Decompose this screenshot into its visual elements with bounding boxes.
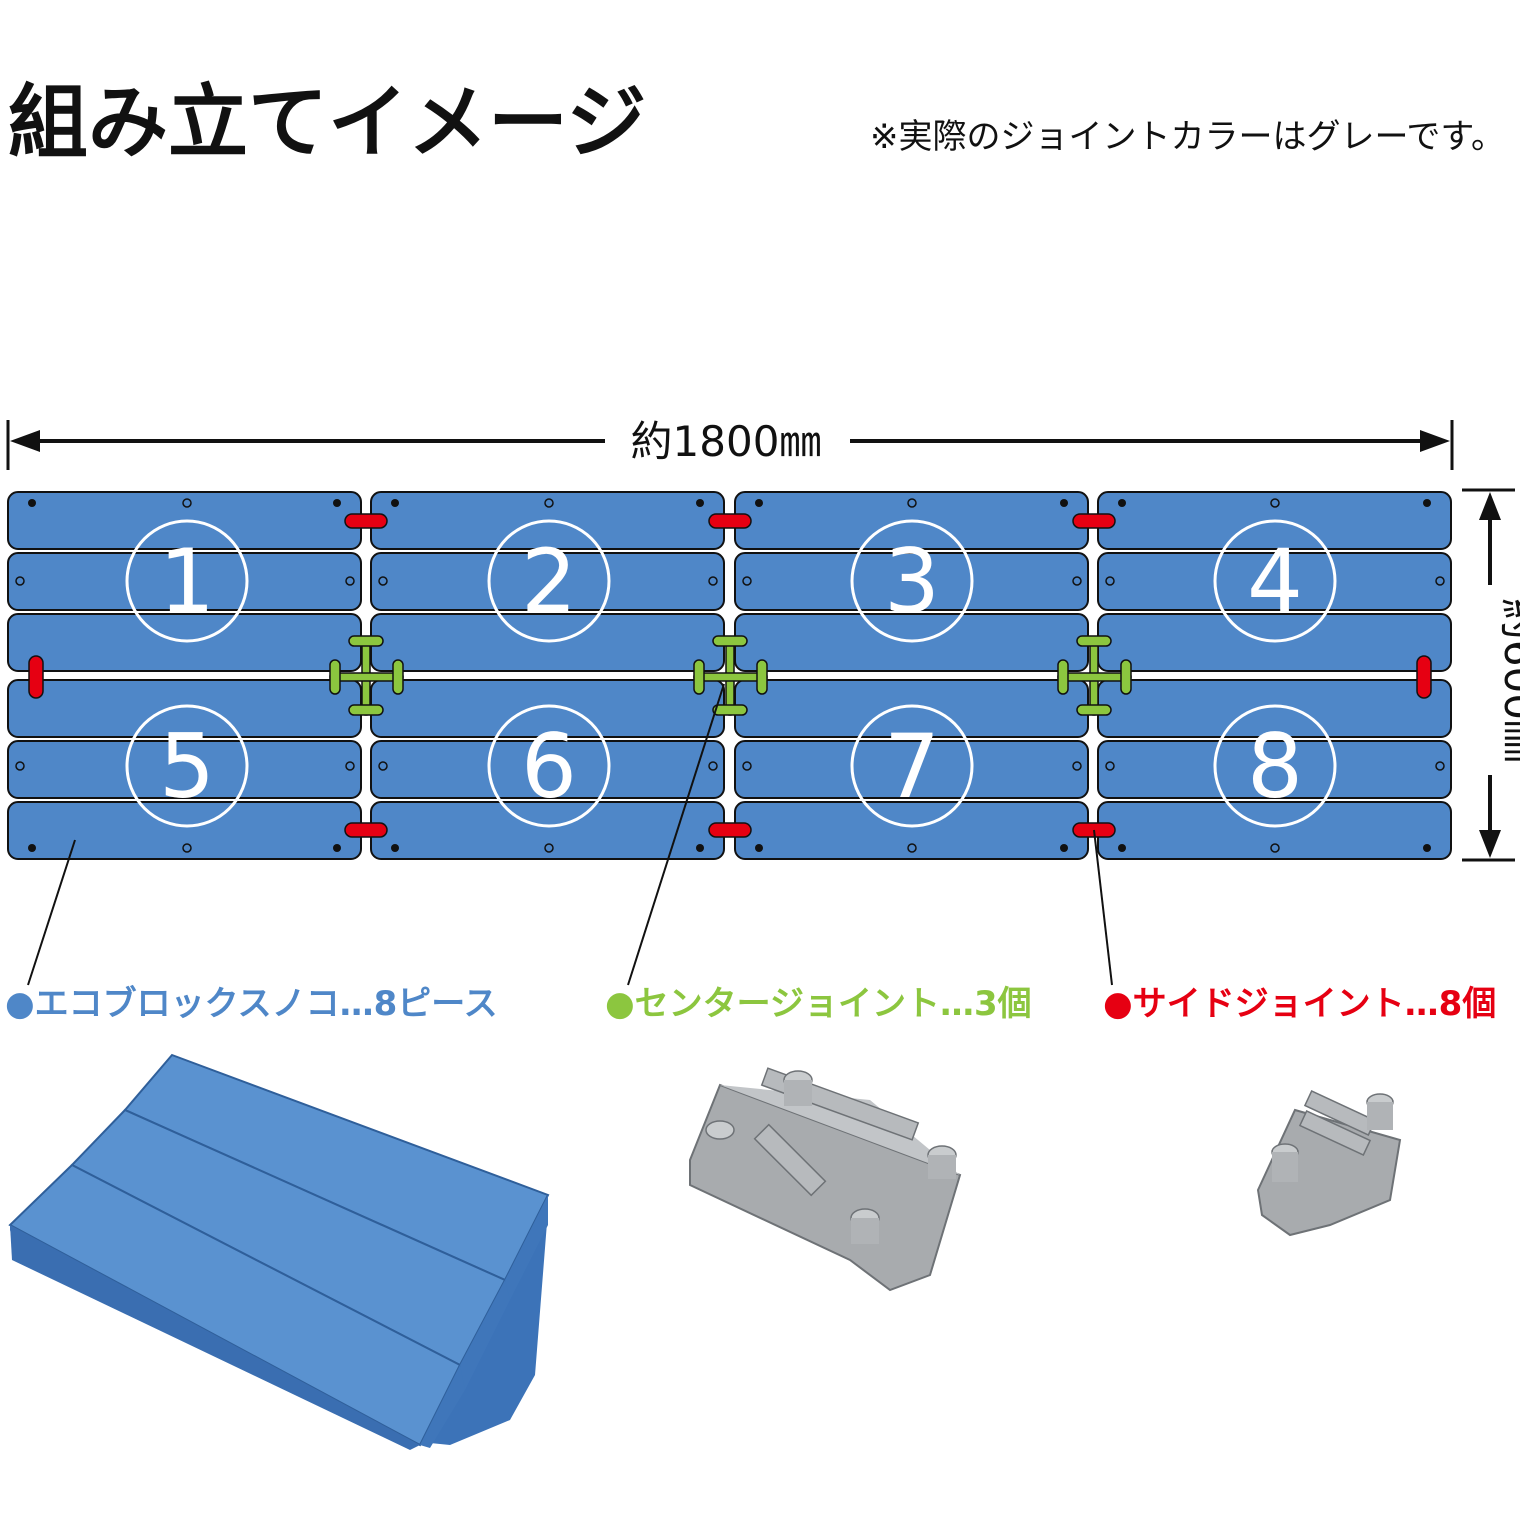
width-label: 約1800㎜ (631, 417, 822, 466)
height-label: 約600㎜ (1495, 598, 1520, 762)
page-title: 組み立てイメージ (8, 76, 646, 169)
arrow-right-icon (1420, 430, 1450, 452)
center-joint-2 (693, 635, 768, 716)
width-dimension: 約1800㎜ (6, 417, 1454, 470)
tile-8: 8 (1097, 679, 1452, 860)
joint-color-note: ※実際のジョイントカラーはグレーです。 (870, 117, 1505, 157)
tile-number: 7 (884, 715, 940, 818)
tile-6: 6 (370, 679, 725, 860)
tile-5: 5 (7, 679, 362, 860)
tile-2: 2 (370, 491, 725, 672)
tile-number: 3 (884, 530, 940, 633)
screw-holes (28, 499, 1431, 852)
center-joints (329, 635, 1132, 716)
tile-number: 2 (521, 530, 577, 633)
center-joint-product-image (689, 1067, 962, 1292)
side-joints (28, 513, 1432, 838)
arrow-down-icon (1479, 830, 1501, 858)
arrow-left-icon (10, 430, 40, 452)
center-joint-3 (1057, 635, 1132, 716)
legend-green: ●センタージョイント…3個 (605, 984, 1032, 1024)
legend-blue: ●エコブロックスノコ…8ピース (5, 984, 498, 1024)
center-joint-1 (329, 635, 404, 716)
arrow-up-icon (1479, 492, 1501, 520)
tile-number: 1 (159, 530, 215, 633)
leader-lines (27, 683, 1113, 986)
tile-number: 6 (521, 715, 577, 818)
hollow-holes (15, 498, 1445, 853)
tile-number: 5 (159, 715, 215, 818)
side-joint-product-image (1256, 1089, 1402, 1237)
tile-7: 7 (734, 679, 1089, 860)
tile-4: 4 (1097, 491, 1452, 672)
legend-red: ●サイドジョイント…8個 (1103, 984, 1496, 1024)
tile-number: 4 (1247, 530, 1303, 633)
height-dimension: 約600㎜ (1462, 488, 1520, 862)
tile-number: 8 (1247, 715, 1303, 818)
tile-1: 1 (7, 491, 362, 672)
tile-3: 3 (734, 491, 1089, 672)
tile-grid: 1 2 3 4 5 (7, 491, 1452, 860)
duckboard-product-image (8, 1053, 550, 1450)
